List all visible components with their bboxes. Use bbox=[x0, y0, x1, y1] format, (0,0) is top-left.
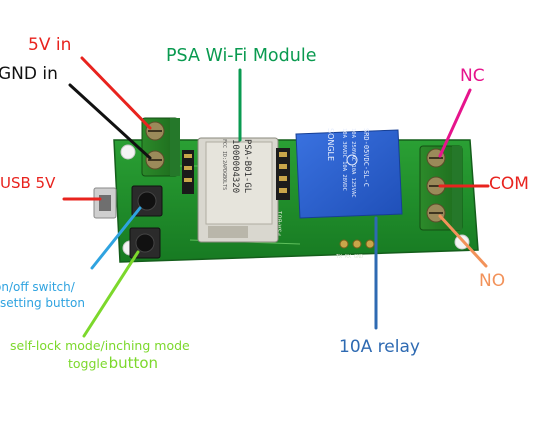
power-terminal-block bbox=[141, 117, 180, 177]
uart-pins: TX RX GND bbox=[336, 239, 375, 260]
selflock-label-button: button bbox=[108, 354, 159, 372]
wifi-module: PSA-B01-GL 1000004320 FCC ID:2APDGBOLTS bbox=[197, 137, 279, 243]
module-id-text: 1000004320 bbox=[230, 139, 240, 193]
header-pins bbox=[182, 150, 194, 194]
no-callout-line bbox=[438, 214, 488, 268]
mode-push-button bbox=[129, 227, 161, 259]
switch-label-line2: setting button bbox=[0, 296, 85, 310]
nc-label: NC bbox=[460, 66, 485, 86]
uart-pin-names: TX RX GND bbox=[336, 254, 363, 260]
selflock-callout-line bbox=[82, 250, 140, 338]
com-label: COM bbox=[489, 174, 529, 194]
gnd-in-label: GND in bbox=[0, 64, 58, 84]
module-side-pins bbox=[276, 148, 290, 200]
relay-label: 10A relay bbox=[339, 337, 420, 357]
relay-rating-1: 10A 250VAC 10A 125VAC bbox=[350, 128, 356, 198]
five-v-in-label: 5V in bbox=[28, 35, 72, 55]
five-v-in-callout-line bbox=[80, 56, 152, 130]
relay-rating-2: 10A 30VDC 10A 28VDC bbox=[341, 128, 347, 191]
gnd-in-callout-line bbox=[68, 83, 152, 160]
relay-model-text: SRD-05VDC-SL-C bbox=[362, 128, 370, 187]
onoff-push-button bbox=[131, 185, 163, 217]
nc-callout-line bbox=[438, 88, 472, 158]
module-fcc-text: FCC ID:2APDGBOLTS bbox=[221, 139, 227, 190]
usb-port bbox=[93, 187, 117, 219]
relay-terminal-block bbox=[419, 145, 463, 231]
usb-5v-label: USB 5V bbox=[0, 174, 56, 192]
switch-label-line1: on/off switch/ bbox=[0, 280, 75, 294]
relay: SRD-05VDC-SL-C 10A 250VAC 10A 125VAC 10A… bbox=[295, 128, 403, 219]
pcb-mark-text: PSA-B01 bbox=[276, 210, 284, 236]
selflock-label-toggle: toggle bbox=[68, 356, 108, 371]
selflock-label-line1: self-lock mode/inching mode bbox=[10, 338, 190, 353]
module-title-label: PSA Wi-Fi Module bbox=[166, 46, 317, 66]
switch-callout-line bbox=[90, 206, 142, 270]
relay-brand-text: SONGLE bbox=[326, 128, 335, 161]
selflock-label-line2: toggle button bbox=[68, 356, 158, 371]
no-label: NO bbox=[479, 271, 506, 291]
module-model-text: PSA-B01-GL bbox=[242, 139, 252, 193]
